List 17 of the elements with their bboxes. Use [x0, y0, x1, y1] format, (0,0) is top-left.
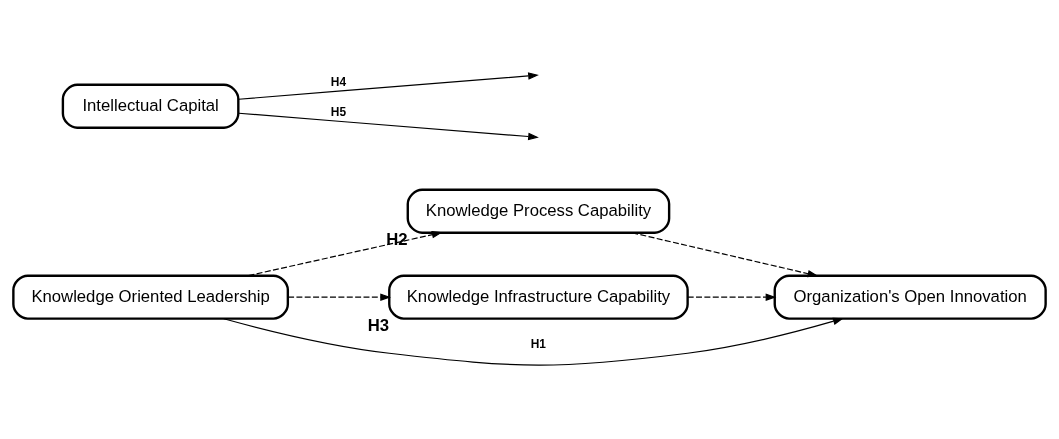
arrow: [287, 292, 392, 301]
arrow: [247, 230, 443, 276]
node-box: Intellectual Capital: [61, 83, 240, 129]
edge-label: H4: [330, 74, 347, 89]
node-box: Knowledge Process Capability: [406, 188, 671, 234]
arrow: [687, 292, 777, 301]
arrow: [238, 112, 539, 140]
arrow: [238, 71, 539, 100]
node-box: Knowledge Oriented Leadership: [12, 274, 290, 320]
arrow: [223, 317, 844, 366]
edge-label: H1: [530, 336, 546, 351]
node-box: Organization's Open Innovation: [773, 274, 1047, 320]
node-label: H3: [367, 315, 390, 335]
arrow: [631, 231, 819, 277]
node-label: H2: [386, 229, 408, 249]
node-box: Knowledge Infrastructure Capability: [388, 274, 689, 320]
edge-label: H5: [330, 104, 347, 119]
